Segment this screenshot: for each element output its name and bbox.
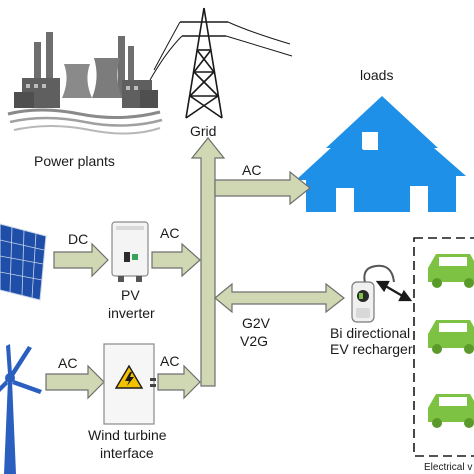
g2v-label: G2V — [242, 315, 271, 331]
bidirectional-arrow — [214, 282, 345, 314]
electrical-vehicles-label: Electrical v — [424, 462, 472, 473]
inverter-label: inverter — [108, 305, 155, 321]
car-icon — [428, 320, 474, 354]
arrow-wind-to-interface — [45, 364, 105, 400]
interface-label: interface — [100, 445, 154, 461]
pylon-icon — [149, 7, 293, 119]
car-icon — [428, 394, 474, 428]
car-icon — [428, 254, 474, 288]
ev-recharger-label: EV recharger — [330, 341, 413, 357]
v2g-label: V2G — [240, 333, 268, 349]
inverter-icon — [111, 221, 149, 282]
main-bus-arrow — [190, 137, 226, 387]
pv-label: PV — [121, 287, 140, 303]
charging-link-arrow — [375, 280, 413, 302]
ac-loads-label: AC — [242, 162, 261, 178]
arrow-interface-to-bus — [157, 364, 201, 400]
warning-icon — [114, 364, 144, 389]
power-plants-label: Power plants — [34, 153, 115, 169]
loads-label: loads — [360, 67, 393, 83]
power-plant-icon — [7, 32, 163, 135]
ac-wind-right-label: AC — [160, 353, 179, 369]
ac-wind-left-label: AC — [58, 355, 77, 371]
arrow-pv-to-bus — [151, 242, 201, 278]
ev-charger-icon — [351, 264, 395, 323]
ev-fleet-box — [413, 237, 474, 457]
arrow-to-loads — [214, 170, 311, 206]
wind-turbine-icon — [0, 344, 42, 474]
solar-panel-icon — [0, 223, 47, 301]
arrow-solar-to-pv — [53, 242, 109, 278]
bidirectional-label: Bi directional — [330, 325, 410, 341]
wind-interface-box — [103, 343, 156, 425]
grid-label: Grid — [190, 123, 216, 139]
ac-pv-label: AC — [160, 225, 179, 241]
houses-icon — [296, 96, 466, 212]
dc-label: DC — [68, 231, 88, 247]
wind-turbine-label: Wind turbine — [88, 427, 167, 443]
